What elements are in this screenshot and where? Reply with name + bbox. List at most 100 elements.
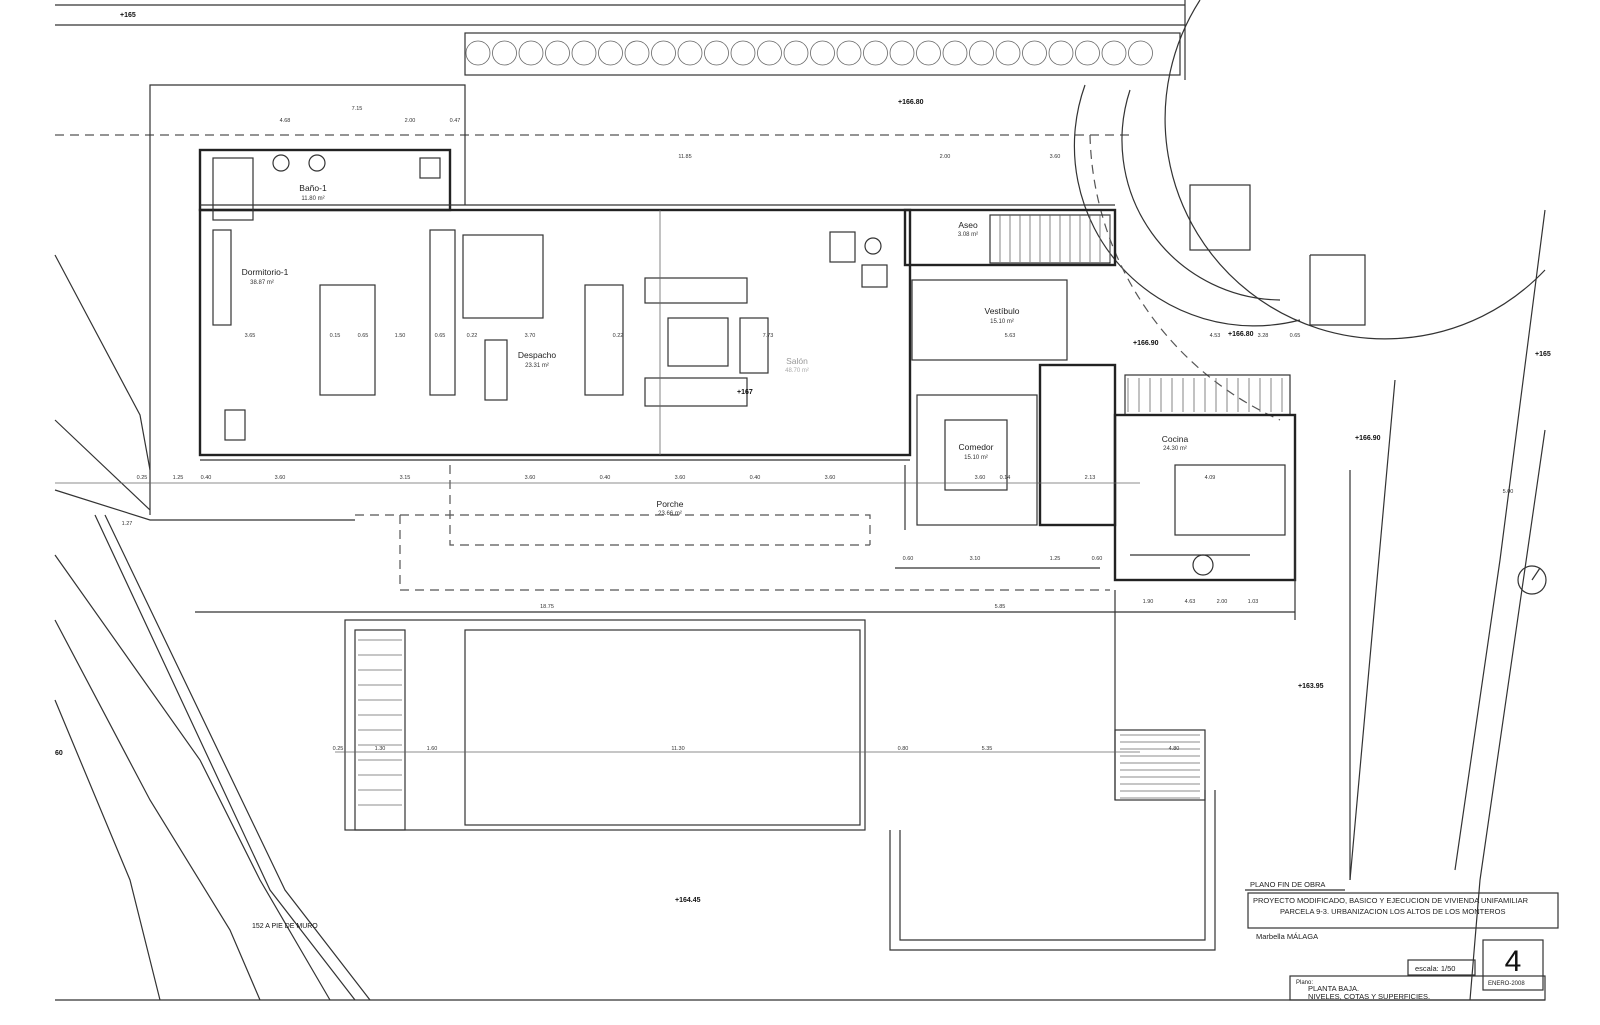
planter-circle: [810, 40, 835, 66]
building-walls: [55, 84, 1366, 951]
location: Marbella MÁLAGA: [1256, 932, 1318, 941]
level-marker: +166.80: [898, 99, 924, 106]
planter-circle: [889, 40, 915, 66]
dimension-label: 5.35: [982, 746, 993, 752]
dimension-label: 0.25: [137, 475, 148, 481]
planter-circle: [1022, 40, 1047, 66]
planter-circle: [624, 40, 650, 66]
dimension-label: 4.80: [1169, 746, 1180, 752]
planter-circle: [836, 40, 862, 66]
dimension-label: 3.65: [245, 333, 256, 339]
title-block: PLANO FIN DE OBRA PROYECTO MODIFICADO, B…: [1245, 880, 1559, 1001]
dimension-label: 0.40: [750, 475, 761, 481]
room-area: 23.66 m²: [658, 511, 682, 517]
planter-circle: [730, 40, 756, 66]
planter-circle: [545, 40, 570, 66]
level-marker: 152 A PIE DE MURO: [252, 923, 318, 930]
planter-circle: [651, 40, 676, 66]
planter-circle: [783, 40, 809, 66]
room-bano-1: Baño-1: [299, 183, 327, 193]
scale: escala: 1/50: [1415, 964, 1455, 973]
room-vestibulo: Vestíbulo: [985, 306, 1020, 316]
level-marker: +166.90: [1133, 340, 1159, 347]
dimension-label: 3.60: [825, 475, 836, 481]
dimension-label: 3.15: [400, 475, 411, 481]
plan-label: Plano:: [1296, 980, 1313, 986]
dimension-label: 5.63: [1005, 333, 1016, 339]
planter-circle: [942, 40, 968, 66]
dimension-label: 4.09: [1205, 475, 1216, 481]
dimension-label: 3.60: [275, 475, 286, 481]
dimension-label: 0.40: [600, 475, 611, 481]
level-marker: +167: [737, 389, 753, 396]
level-marker: +165: [120, 12, 136, 19]
dimension-label: 0.14: [1000, 475, 1011, 481]
dimension-label: 3.28: [1258, 333, 1269, 339]
dimension-label: 11.85: [678, 154, 691, 160]
room-labels: Dormitorio-1 38.87 m² Baño-1 11.80 m² De…: [242, 183, 1189, 517]
planter-circle: [492, 40, 517, 66]
dimension-label: 0.22: [613, 333, 624, 339]
room-comedor: Comedor: [959, 442, 994, 452]
dimension-label: 4.68: [280, 118, 291, 124]
plan-line-1: PLANTA BAJA.: [1308, 984, 1359, 993]
planter-circles: [465, 40, 1153, 66]
level-marker: +163.95: [1298, 683, 1324, 690]
dimension-label: 1.25: [1050, 556, 1061, 562]
planter-circle: [704, 40, 729, 66]
dimension-label: 7.15: [352, 106, 363, 112]
level-marker: +165: [1535, 351, 1551, 358]
dimension-label: 0.25: [333, 746, 344, 752]
room-aseo: Aseo: [958, 220, 978, 230]
room-salon: Salón: [786, 356, 808, 366]
dimension-label: 0.40: [201, 475, 212, 481]
dimension-label: 4.63: [1185, 599, 1196, 605]
dimension-label: 5.00: [1503, 489, 1514, 495]
planter-circle: [757, 40, 782, 66]
planter-circle: [863, 40, 888, 66]
planter-circle: [969, 40, 994, 66]
dimension-label: 2.00: [940, 154, 951, 160]
room-area: 24.30 m²: [1163, 446, 1187, 452]
dimension-label: 2.13: [1085, 475, 1096, 481]
planter-circle: [1075, 40, 1100, 66]
dimension-label: 3.70: [525, 333, 536, 339]
room-cocina: Cocina: [1162, 434, 1189, 444]
planter-circle: [1101, 40, 1127, 66]
room-area: 48.70 m²: [785, 368, 809, 374]
planter-circle: [1128, 40, 1153, 66]
room-area: 15.10 m²: [964, 455, 988, 461]
level-marker: 60: [55, 750, 63, 757]
level-marker: +164.45: [675, 897, 701, 904]
planter-circle: [1048, 40, 1074, 66]
planter-circle: [518, 40, 544, 66]
date: ENERO-2008: [1488, 981, 1525, 987]
dimension-label: 0.65: [358, 333, 369, 339]
dimension-label: 1.60: [427, 746, 438, 752]
planter-circle: [598, 40, 623, 66]
dimension-label: 1.03: [1248, 599, 1259, 605]
room-area: 11.80 m²: [301, 196, 324, 202]
dimension-label: 3.60: [675, 475, 686, 481]
dimension-label: 3.60: [975, 475, 986, 481]
dimension-label: 18.75: [540, 604, 554, 610]
planter-circle: [677, 40, 703, 66]
title-header: PLANO FIN DE OBRA: [1250, 880, 1325, 889]
room-porche: Porche: [657, 499, 684, 509]
dimension-label: 1.27: [122, 521, 133, 527]
dimension-label: 0.65: [435, 333, 446, 339]
sheet-number: 4: [1505, 945, 1522, 978]
dimension-label: 7.73: [763, 333, 774, 339]
plan-line-2: NIVELES, COTAS Y SUPERFICIES.: [1308, 992, 1430, 1001]
dimension-label: 4.53: [1210, 333, 1221, 339]
planter-circle: [465, 40, 491, 66]
dimension-label: 2.00: [405, 118, 416, 124]
dimension-label: 0.15: [330, 333, 341, 339]
stairs: [358, 215, 1283, 806]
dimension-label: 0.47: [450, 118, 461, 124]
room-despacho: Despacho: [518, 350, 557, 360]
dimension-label: 0.80: [898, 746, 909, 752]
dimension-label: 2.00: [1217, 599, 1228, 605]
level-markers: +165 +166.80 +167 +166.90 +166.80 +166.9…: [55, 12, 1551, 930]
